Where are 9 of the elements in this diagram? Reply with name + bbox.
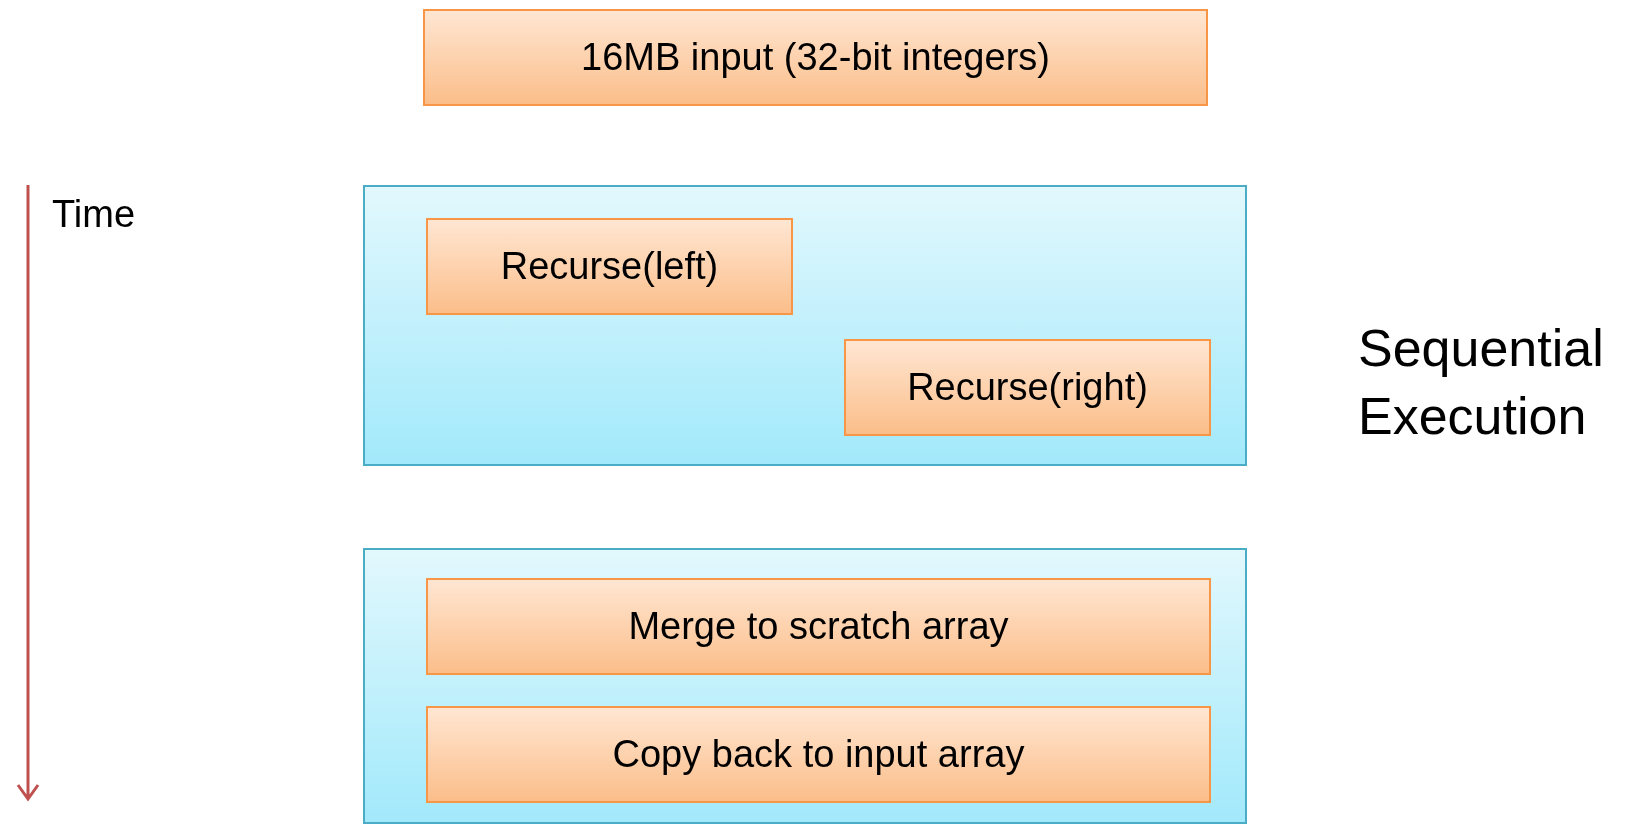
- group-panel: [363, 548, 1247, 824]
- process-box: Merge to scratch array: [426, 578, 1211, 675]
- process-box: Recurse(right): [844, 339, 1211, 436]
- process-box: 16MB input (32-bit integers): [423, 9, 1208, 106]
- side-heading: Sequential Execution: [1358, 318, 1605, 447]
- time-label: Time: [52, 192, 136, 237]
- process-box: Copy back to input array: [426, 706, 1211, 803]
- group-panel: [363, 185, 1247, 466]
- process-box: Recurse(left): [426, 218, 793, 315]
